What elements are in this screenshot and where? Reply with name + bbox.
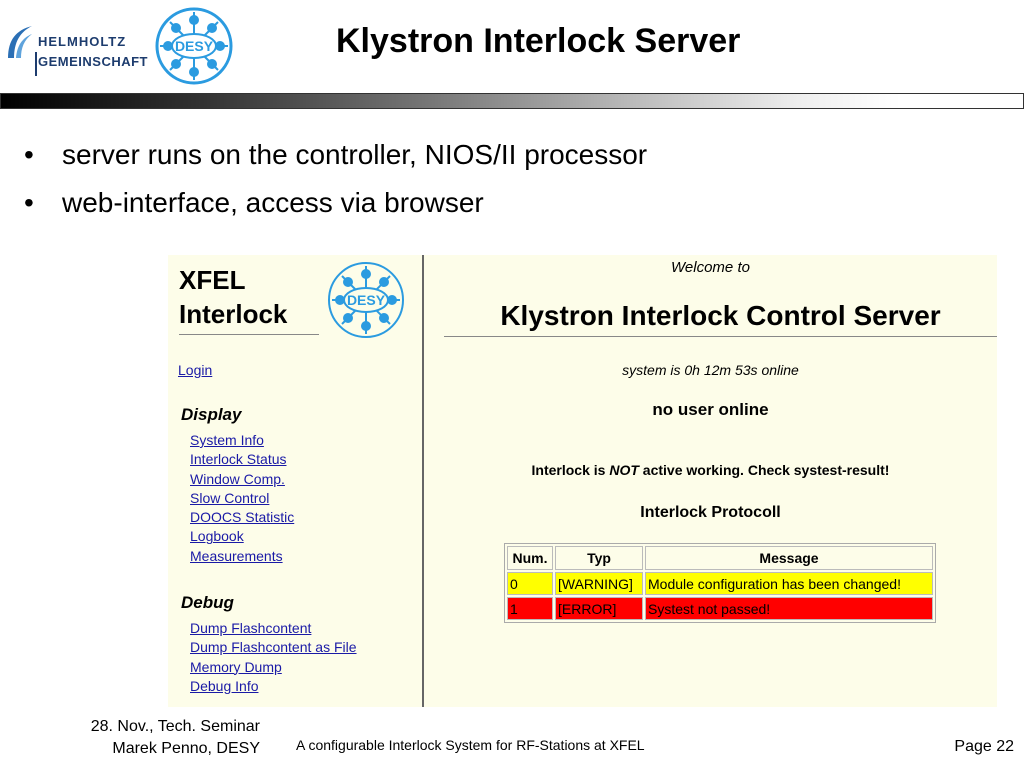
nav-link-dump-flashcontent[interactable]: Dump Flashcontent <box>190 620 312 636</box>
xfel-interlock-title: XFEL Interlock <box>179 263 287 331</box>
logo-text-helmholtz: HELMHOLTZ <box>38 34 127 49</box>
debug-heading: Debug <box>181 593 234 612</box>
nav-link-slow-control[interactable]: Slow Control <box>190 489 270 506</box>
cell-message: Systest not passed! <box>645 597 933 620</box>
nav-link-dump-flashcontent-file[interactable]: Dump Flashcontent as File <box>190 639 357 656</box>
column-header-message: Message <box>645 546 933 570</box>
nav-link-logbook[interactable]: Logbook <box>190 528 244 545</box>
desy-small-logo-text: DESY <box>347 292 386 308</box>
title-rule <box>179 334 319 335</box>
bullet-item: • server runs on the controller, NIOS/II … <box>24 138 647 186</box>
nav-link-window-comp[interactable]: Window Comp. <box>190 470 285 487</box>
desy-small-logo: DESY <box>328 262 404 338</box>
nav-pane: XFEL Interlock DESY Login Display System… <box>168 255 422 707</box>
footer-left: 28. Nov., Tech. Seminar Marek Penno, DES… <box>91 716 260 760</box>
bullet-item: • web-interface, access via browser <box>24 186 647 234</box>
main-pane: Welcome to Klystron Interlock Control Se… <box>424 255 997 707</box>
helmholtz-logo: HELMHOLTZ GEMEINSCHAFT <box>4 14 164 76</box>
server-title-rule <box>444 336 997 337</box>
footer-date: 28. Nov., Tech. Seminar <box>90 718 260 735</box>
protocol-heading: Interlock Protocoll <box>640 504 781 521</box>
desy-logo-text: DESY <box>175 38 214 54</box>
nav-link-memory-dump[interactable]: Memory Dump <box>190 658 282 675</box>
server-title: Klystron Interlock Control Server <box>500 300 941 331</box>
bullet-text: web-interface, access via browser <box>62 187 484 218</box>
title-line-2: Interlock <box>179 299 288 329</box>
cell-typ: [WARNING] <box>555 572 643 595</box>
bullet-dot: • <box>24 139 34 170</box>
nav-link-system-info[interactable]: System Info <box>190 432 264 448</box>
column-header-num: Num. <box>507 546 553 570</box>
interlock-warning-suffix: active working. Check systest-result! <box>638 462 890 478</box>
page-number: Page 22 <box>954 738 1014 755</box>
welcome-text: Welcome to <box>671 259 750 276</box>
helmholtz-swoosh-icon <box>8 26 32 58</box>
table-row: 0 [WARNING] Module configuration has bee… <box>507 572 933 595</box>
logo-text-gemeinschaft: GEMEINSCHAFT <box>38 54 148 69</box>
logo-divider <box>35 52 37 76</box>
interlock-warning-not: NOT <box>609 462 639 478</box>
table-row: 1 [ERROR] Systest not passed! <box>507 597 933 620</box>
nav-link-doocs-statistic[interactable]: DOOCS Statistic <box>190 509 295 526</box>
desy-logo: DESY <box>155 7 233 85</box>
cell-num: 1 <box>507 597 553 620</box>
table-header-row: Num. Typ Message <box>507 546 933 570</box>
interlock-warning-prefix: Interlock is <box>531 462 610 478</box>
login-link[interactable]: Login <box>178 362 213 378</box>
cell-num: 0 <box>507 572 553 595</box>
footer-subtitle: A configurable Interlock System for RF-S… <box>296 737 645 753</box>
display-links: System Info Interlock Status Window Comp… <box>190 431 294 566</box>
cell-message: Module configuration has been changed! <box>645 572 933 595</box>
display-heading: Display <box>181 405 242 424</box>
nav-link-debug-info[interactable]: Debug Info <box>190 677 259 694</box>
nav-link-measurements[interactable]: Measurements <box>190 547 283 564</box>
uptime-text: system is 0h 12m 53s online <box>622 362 799 378</box>
interlock-warning-text: Interlock is NOT active working. Check s… <box>424 462 997 478</box>
bullet-list: • server runs on the controller, NIOS/II … <box>24 138 647 234</box>
web-interface-screenshot: XFEL Interlock DESY Login Display System… <box>168 255 997 707</box>
column-header-typ: Typ <box>555 546 643 570</box>
debug-links: Dump Flashcontent Dump Flashcontent as F… <box>190 619 357 696</box>
protocol-table: Num. Typ Message 0 [WARNING] Module conf… <box>504 543 936 623</box>
header-gradient-bar <box>0 93 1024 109</box>
title-line-1: XFEL <box>179 265 246 295</box>
cell-typ: [ERROR] <box>555 597 643 620</box>
frame-divider <box>422 255 424 707</box>
footer-author: Marek Penno, DESY <box>112 740 260 757</box>
slide-title: Klystron Interlock Server <box>336 22 741 60</box>
nav-link-interlock-status[interactable]: Interlock Status <box>190 451 287 468</box>
user-status-text: no user online <box>652 400 769 419</box>
bullet-dot: • <box>24 187 34 218</box>
bullet-text: server runs on the controller, NIOS/II p… <box>62 139 648 170</box>
